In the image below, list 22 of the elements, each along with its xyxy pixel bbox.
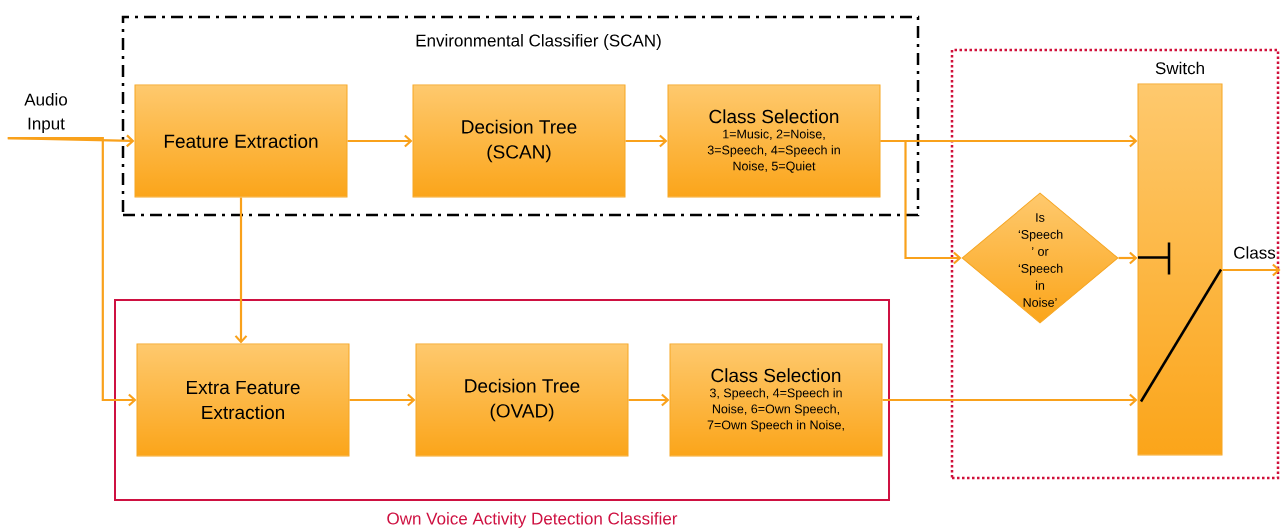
arrow [882, 393, 1138, 407]
arrow [349, 393, 416, 407]
arrow [625, 134, 668, 148]
arrow [1118, 251, 1138, 265]
process-box: Class Selection 1=Music, 2=Noise, 3=Speech, 4=Speech in Noise, 5=Quiet [667, 84, 881, 198]
edge-label: Class [1234, 246, 1276, 259]
process-box: Feature Extraction [134, 84, 348, 198]
node-label: Switch [1155, 61, 1204, 75]
arrow [347, 134, 413, 148]
process-box: Decision Tree (OVAD) [415, 343, 629, 457]
arrow [628, 393, 670, 407]
switch-group-box [950, 48, 1280, 480]
switch-bar: Switch [1136, 61, 1223, 456]
arrow [1222, 263, 1281, 277]
process-box: Class Selection 3, Speech, 4=Speech in Noise, 6=Own Speech, 7=Own Speech in Noise, [669, 343, 883, 457]
arrow [7, 137, 137, 407]
node-label: Own Voice Activity Detection Classifier [387, 512, 678, 528]
arrow [880, 139, 962, 265]
arrow [234, 197, 248, 344]
input-label: Audio Input [24, 93, 67, 133]
process-box: Decision Tree (SCAN) [412, 84, 626, 198]
process-box: Extra Feature Extraction [136, 343, 350, 457]
